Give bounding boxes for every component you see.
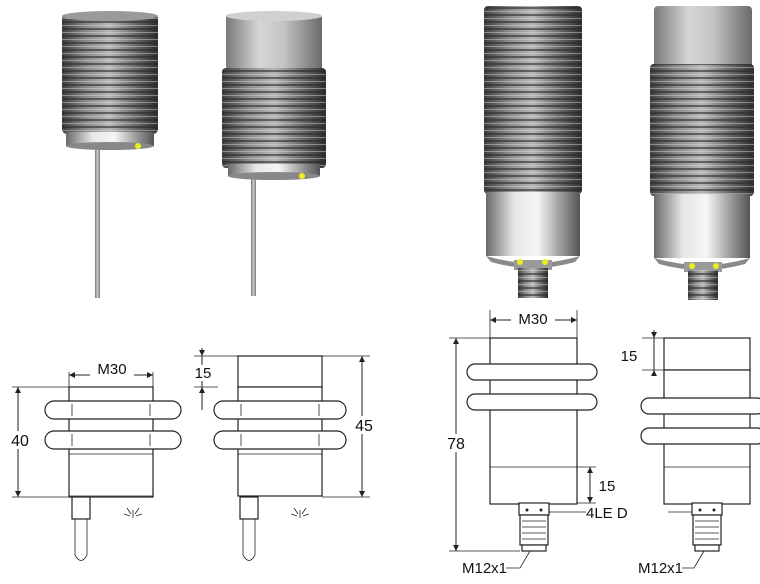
led-indicator-2 [713,263,719,269]
sensor-d-photo [650,6,754,300]
cable-gland [239,496,259,520]
sensor-cap [226,14,322,72]
sensor-cap-outline [237,355,323,388]
nut-upper [44,400,182,420]
led-indicator-1 [517,259,523,265]
led-indicator [299,173,305,179]
connector-label: M12x1 [462,560,507,577]
led-indicator [135,143,141,149]
thread-label: M30 [97,361,126,378]
sensor-cap-outline [663,337,751,371]
nut-upper [466,363,598,381]
nut-lower [466,393,598,411]
m12-connector [518,502,550,552]
sensor-c-photo [484,6,582,298]
cap-length-label: 15 [621,348,638,365]
nut-lower [640,427,760,445]
cable [95,140,100,298]
sensor-b-photo [222,11,326,296]
housing-length-label: 15 [599,478,616,495]
drawing-b: 15 45 [190,348,378,561]
cable [251,172,256,296]
drawing-d: 15 M12x1 [614,330,760,577]
nut-lower [44,430,182,450]
led-indicator-1 [689,263,695,269]
led-indicator-symbol [123,507,143,518]
nut-upper [213,400,347,420]
sensor-a-photo [62,11,158,298]
led-indicator-2 [542,259,548,265]
length-label: 45 [355,418,373,435]
m12-connector [691,502,723,552]
nut-lower [213,430,347,450]
led-indicator-symbol [290,507,310,518]
drawing-a: M30 40 [6,361,182,561]
nut-upper [640,397,760,415]
sensor-body [489,337,578,505]
cap-length-label: 15 [195,365,212,382]
length-label: 78 [447,436,465,453]
connector-label: M12x1 [638,560,683,577]
led-label: 4LE D [586,505,628,522]
drawing-c: M30 15 78 4LE D [442,310,628,577]
thread-label: M30 [518,311,547,328]
length-label: 40 [11,433,29,450]
cable-gland [71,496,91,520]
sensor-cap [654,6,752,68]
